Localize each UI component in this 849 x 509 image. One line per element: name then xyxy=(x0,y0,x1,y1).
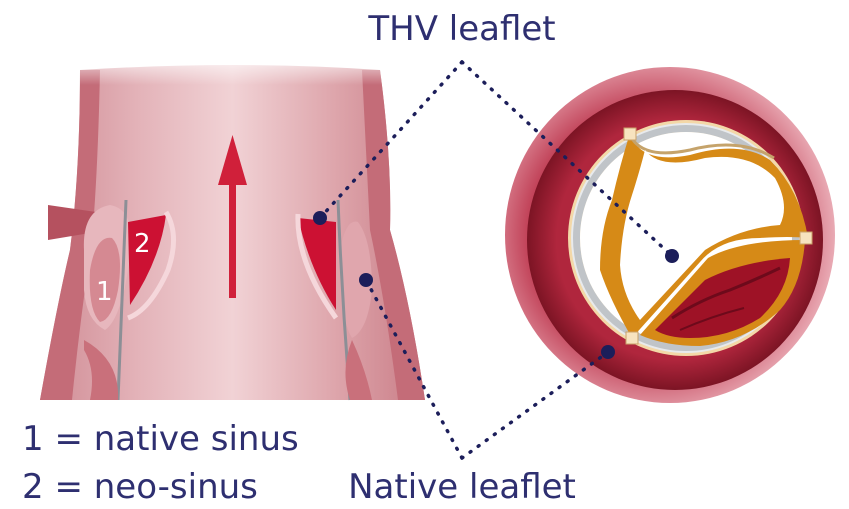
sinus-number-1: 1 xyxy=(96,277,113,307)
sinus-number-2: 2 xyxy=(134,229,151,259)
aortic-root-longitudinal: 1 2 xyxy=(30,55,430,400)
valve-cross-section xyxy=(505,67,835,403)
thv-leaflet-label: THV leaflet xyxy=(367,9,555,49)
legend-neo-sinus: 2 = neo-sinus xyxy=(22,467,258,507)
native-leaflet-label: Native leaflet xyxy=(348,467,576,507)
legend-native-sinus: 1 = native sinus xyxy=(22,419,299,459)
